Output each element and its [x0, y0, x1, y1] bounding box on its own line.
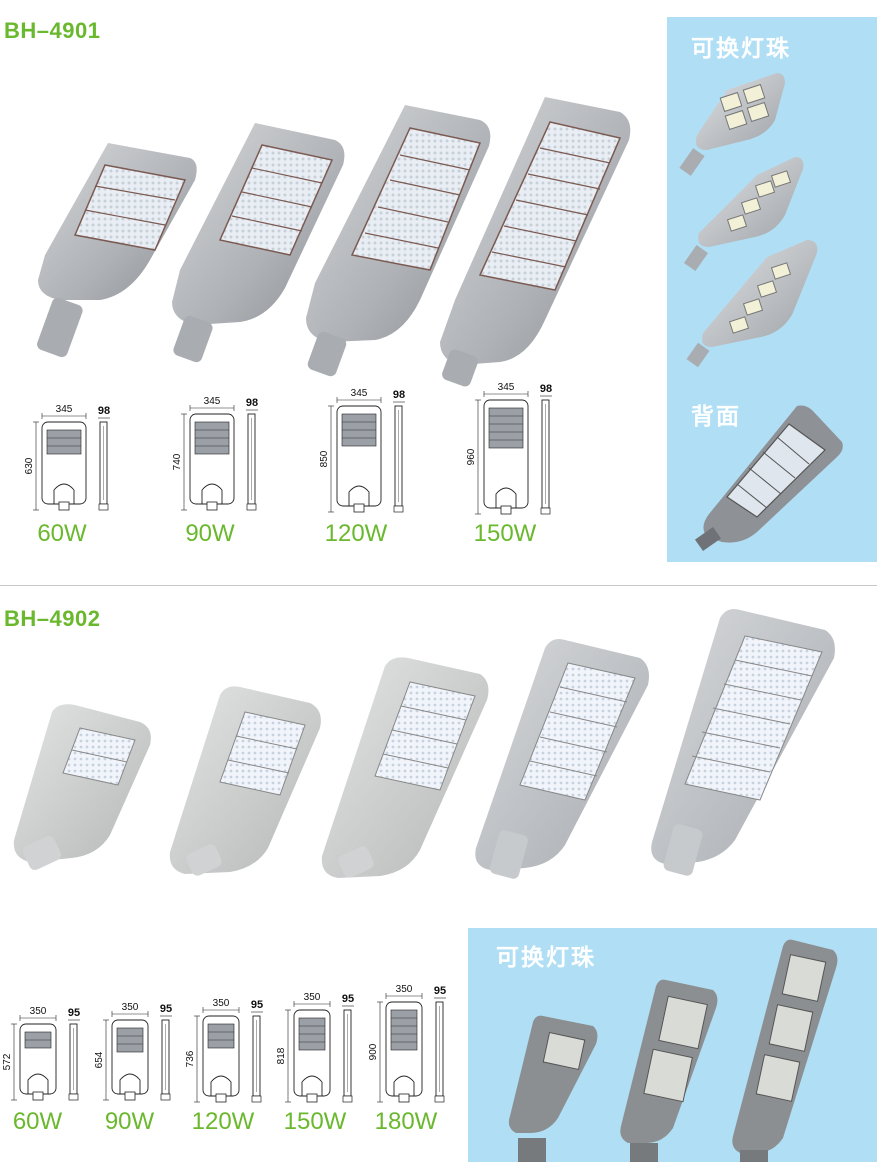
bh4902-lamp-60w [13, 704, 151, 870]
width-label: 350 [122, 1002, 139, 1013]
front-view [336, 405, 382, 513]
model-title-bh4902: BH–4902 [4, 606, 101, 631]
bh4902-watt-180: 180W [374, 1108, 438, 1135]
front-view [41, 421, 87, 511]
section1-drawing-150W: 345 98 960 [466, 382, 552, 515]
bh4901-lamp-120w [306, 105, 491, 377]
height-label: 654 [94, 1051, 105, 1068]
side-view [342, 1009, 353, 1103]
bh4902-module-lamp-1 [508, 1015, 598, 1162]
height-label: 850 [319, 450, 330, 467]
height-label: 740 [172, 453, 183, 470]
front-view [202, 1015, 240, 1103]
section2-drawing-60W: 350 95 572 [2, 1006, 80, 1101]
height-label: 960 [466, 448, 477, 465]
bh4902-watt-120: 120W [191, 1108, 255, 1135]
side-view [68, 1023, 79, 1101]
depth-label: 95 [251, 999, 263, 1011]
depth-label: 95 [160, 1003, 172, 1015]
front-view [385, 1001, 423, 1103]
bh4901-watt-60: 60W [37, 520, 87, 547]
module-lamp-1 [679, 73, 785, 176]
bh4902-lamp-120w [321, 657, 489, 878]
section1-drawing-60W: 345 98 630 [24, 404, 110, 511]
width-label: 345 [204, 396, 221, 407]
bh4902-module-lamp-2 [620, 979, 718, 1162]
bh4902-lamp-90w [169, 686, 321, 876]
section1-drawing-120W: 345 98 850 [319, 388, 405, 513]
bh4901-product-photos [37, 97, 631, 387]
front-view [111, 1019, 149, 1101]
bh4902-watt-90: 90W [104, 1108, 155, 1135]
bh4901-watt-150: 150W [473, 520, 537, 547]
bh4902-replaceable-photos [508, 939, 838, 1162]
bh4902-side-panel: 可换灯珠 [468, 928, 877, 1162]
depth-label: 95 [342, 993, 354, 1005]
section2-drawing-120W: 350 95 736 [185, 998, 263, 1103]
depth-label: 98 [246, 397, 258, 409]
width-label: 345 [498, 382, 515, 393]
depth-label: 98 [98, 405, 110, 417]
width-label: 350 [304, 992, 321, 1003]
side-view [98, 421, 109, 511]
bh4902-module-lamp-3 [732, 939, 838, 1162]
bh4901-lamp-60w [37, 143, 197, 358]
height-label: 572 [2, 1053, 13, 1070]
side-view [434, 1001, 445, 1103]
height-label: 818 [276, 1047, 287, 1064]
back-view-title: 背面 [691, 404, 741, 430]
bh4902-product-photos [13, 609, 835, 879]
replaceable-led-photos [679, 73, 818, 368]
height-label: 900 [368, 1043, 379, 1060]
depth-label: 98 [393, 389, 405, 401]
bh4901-lamp-150w [440, 97, 631, 387]
replaceable-led-title-2: 可换灯珠 [496, 945, 596, 971]
depth-label: 98 [540, 383, 552, 395]
height-label: 736 [185, 1050, 196, 1067]
depth-label: 95 [434, 985, 446, 997]
module-lamp-3 [686, 240, 818, 368]
bh4902-lamp-180w [651, 609, 835, 876]
section-divider [0, 585, 877, 586]
depth-label: 95 [68, 1007, 80, 1019]
front-view [483, 399, 529, 515]
width-label: 345 [56, 404, 73, 415]
model-title-bh4901: BH–4901 [4, 18, 101, 43]
section2-drawing-180W: 350 95 900 [368, 984, 446, 1103]
front-view [293, 1009, 331, 1103]
side-view [393, 405, 404, 513]
width-label: 345 [351, 388, 368, 399]
width-label: 350 [213, 998, 230, 1009]
side-view [251, 1015, 262, 1103]
side-view [160, 1019, 171, 1101]
bh4901-side-panel: 可换灯珠 [667, 17, 877, 562]
section1-drawing-90W: 345 98 740 [172, 396, 258, 511]
section2-drawing-90W: 350 95 654 [94, 1002, 172, 1101]
bh4901-lamp-90w [172, 123, 345, 363]
bh4902-watt-60: 60W [12, 1108, 63, 1135]
side-view [540, 399, 551, 515]
bh4902-watt-150: 150W [283, 1108, 347, 1135]
bh4901-watt-120: 120W [324, 520, 388, 547]
height-label: 630 [24, 457, 35, 474]
width-label: 350 [30, 1006, 47, 1017]
front-view [19, 1023, 57, 1101]
module-lamp-2 [683, 157, 804, 272]
replaceable-led-title: 可换灯珠 [691, 36, 791, 62]
section2-drawing-150W: 350 95 818 [276, 992, 354, 1103]
bh4901-watt-90: 90W [185, 520, 235, 547]
width-label: 350 [396, 984, 413, 995]
front-view [189, 413, 235, 511]
bh4902-lamp-150w [475, 639, 649, 879]
side-view [246, 413, 257, 511]
back-view-photo [694, 405, 843, 552]
